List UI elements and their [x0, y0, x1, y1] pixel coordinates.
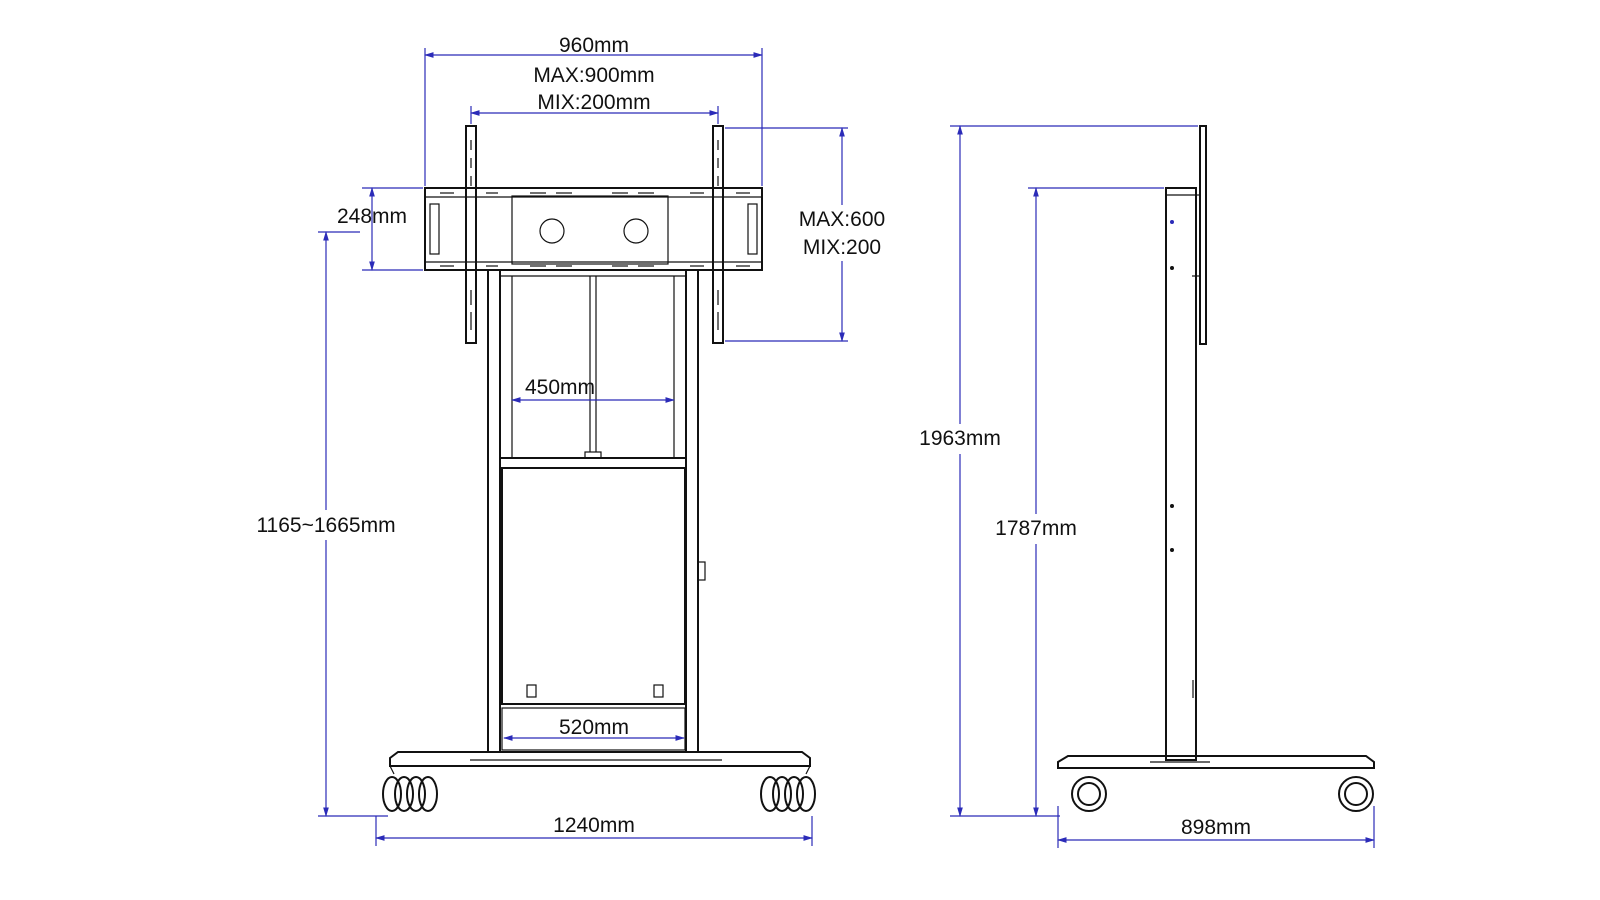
mounting-bracket: [424, 187, 763, 271]
bracket-height-label: 248mm: [337, 205, 407, 228]
front-view: 960mm MAX:900mm MIX:200mm 248mm MAX:600 …: [246, 34, 894, 846]
vesa-min-label: MIX:200mm: [537, 91, 650, 114]
caster-left: [382, 776, 438, 812]
base-width-label: 1240mm: [553, 814, 635, 837]
side-column: [1165, 187, 1197, 761]
side-view: 1963mm 1787mm 898mm: [908, 125, 1375, 848]
mount-hole-left: [539, 218, 565, 244]
height-range-label: 1165~1665mm: [256, 514, 395, 537]
side-caster-front: [1071, 776, 1107, 812]
side-caster-rear: [1338, 776, 1374, 812]
column-height-label: 1787mm: [995, 517, 1077, 540]
cabinet: [501, 467, 706, 751]
caster-right: [760, 776, 816, 812]
total-height-label: 1963mm: [919, 427, 1001, 450]
front-base: [382, 751, 816, 812]
vesa-max-label: MAX:900mm: [533, 64, 654, 87]
side-base: [1057, 755, 1375, 812]
width-label: 960mm: [559, 34, 629, 57]
mount-hole-right: [623, 218, 649, 244]
vertical-min-label: MIX:200: [803, 236, 881, 259]
cabinet-width-label: 520mm: [559, 716, 629, 739]
column-frame: [487, 269, 699, 753]
vertical-max-label: MAX:600: [799, 208, 885, 231]
base-depth-label: 898mm: [1181, 816, 1251, 839]
column-spacing-label: 450mm: [525, 376, 595, 399]
vesa-arms: [465, 125, 724, 344]
side-bracket: [1192, 125, 1207, 345]
